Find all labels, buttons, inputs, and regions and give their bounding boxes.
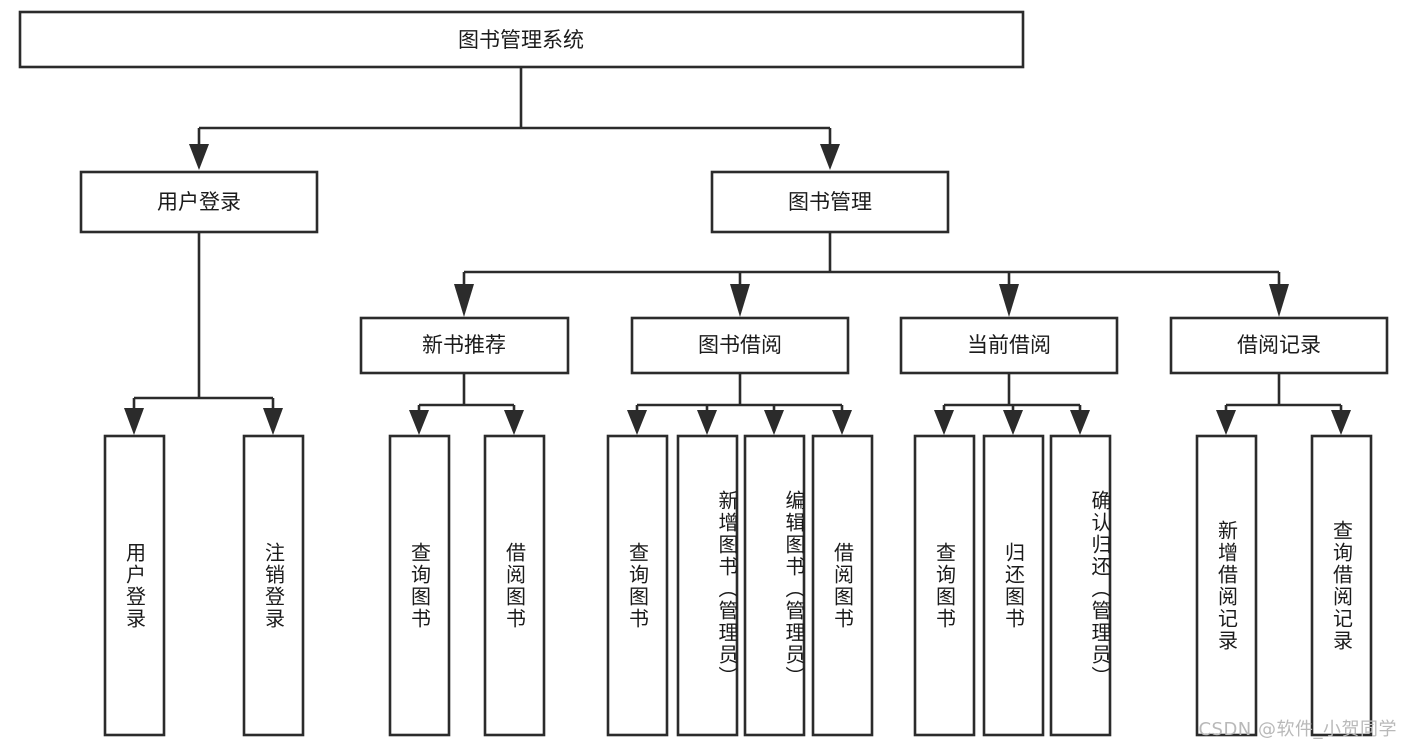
node-borrow-record[interactable]: 借阅记录 [1169,316,1389,375]
book-borrow-label: 图书借阅 [698,333,782,357]
connector-current-borrow-to-leaves [934,373,1090,435]
connector-new-book-recommend-to-leaves [409,373,524,435]
root-label: 图书管理系统 [458,28,584,52]
leaf-box-add-book-admin[interactable] [676,434,739,737]
new-book-recommend-label: 新书推荐 [422,333,506,357]
user-login-label: 用户登录 [157,190,241,214]
node-current-borrow[interactable]: 当前借阅 [899,316,1119,375]
leaf-box-query-book-borrow[interactable] [606,434,669,737]
book-manage-label: 图书管理 [788,190,872,214]
node-book-borrow[interactable]: 图书借阅 [630,316,850,375]
leaf-box-borrow-book[interactable] [811,434,874,737]
node-user-login[interactable]: 用户登录 [79,170,319,234]
user-login-box[interactable] [79,170,319,234]
leaf-box-user-login[interactable] [103,434,166,737]
connector-borrow-record-to-leaves [1216,373,1351,435]
connector-book-manage-to-level3 [454,232,1289,317]
new-book-recommend-box[interactable] [359,316,570,375]
leaf-box-logout[interactable] [242,434,305,737]
leaf-box-edit-book-admin[interactable] [743,434,806,737]
leaf-box-query-borrow-record[interactable] [1310,434,1373,737]
node-book-manage[interactable]: 图书管理 [710,170,950,234]
node-new-book-recommend[interactable]: 新书推荐 [359,316,570,375]
connector-user-login-to-leaves [124,232,283,435]
connector-book-borrow-to-leaves [627,373,852,435]
leaf-box-borrow-book-rec[interactable] [483,434,546,737]
arrow-to-user-login [189,144,209,170]
current-borrow-box[interactable] [899,316,1119,375]
leaf-box-query-book-current[interactable] [913,434,976,737]
leaf-box-query-book-rec[interactable] [388,434,451,737]
root-box[interactable] [18,10,1025,69]
node-root[interactable]: 图书管理系统 [18,10,1025,69]
borrow-record-label: 借阅记录 [1237,333,1321,357]
leaf-box-confirm-return-admin[interactable] [1049,434,1112,737]
leaf-box-return-book[interactable] [982,434,1045,737]
csdn-watermark: CSDN @软件_小贺同学 [1198,719,1397,740]
arrow-to-book-manage [820,144,840,170]
current-borrow-label: 当前借阅 [967,333,1051,357]
leaf-box-add-borrow-record[interactable] [1195,434,1258,737]
connector-root-to-level2 [189,67,840,170]
